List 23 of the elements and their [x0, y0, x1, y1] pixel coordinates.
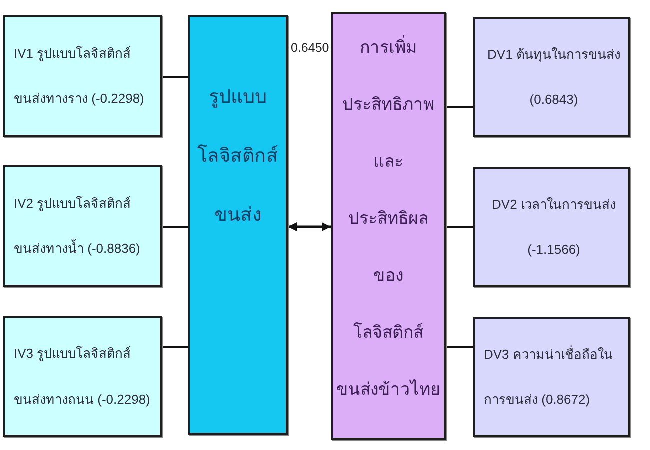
independent-variable-box: [3, 165, 162, 287]
node-text: IV1 รูปแบบโลจิสติกส์ขนส่งทางราง (-0.2298): [14, 44, 146, 108]
connector-line: [446, 106, 473, 108]
coefficient-label: 0.6450: [291, 41, 330, 55]
node-text: IV3 รูปแบบโลจิสติกส์ขนส่งทางถนน (-0.2298): [14, 345, 152, 409]
node-text: IV2 รูปแบบโลจิสติกส์ขนส่งทางน้ำ (-0.8836): [14, 194, 142, 258]
independent-variable-box: [3, 316, 162, 437]
arrow: [288, 222, 331, 232]
dependent-variable-box: [473, 317, 630, 437]
node-text: การเพิ่มประสิทธิภาพและประสิทธิผลของโลจิสติกส์ขนส่งข้าวไทย: [334, 20, 443, 419]
node-text: รูปแบบโลจิสติกส์ขนส่ง: [196, 86, 280, 228]
node-text: DV2 เวลาในการขนส่ง (-1.1566): [491, 196, 617, 259]
dependent-variable-box: [473, 17, 630, 137]
connector-line: [446, 346, 473, 348]
connector-line: [446, 226, 473, 228]
node-text: DV3 ความน่าเชื่อถือในการขนส่ง (0.8672): [484, 344, 614, 409]
dependent-variable-box: [473, 167, 630, 287]
connector-line: [162, 346, 188, 348]
node-text: DV1 ต้นทุนในการขนส่ง (0.6843): [486, 46, 622, 109]
connector-line: [162, 76, 188, 78]
concept-box: [188, 15, 288, 435]
connector-line: [162, 226, 188, 228]
independent-variable-box: [3, 15, 162, 137]
